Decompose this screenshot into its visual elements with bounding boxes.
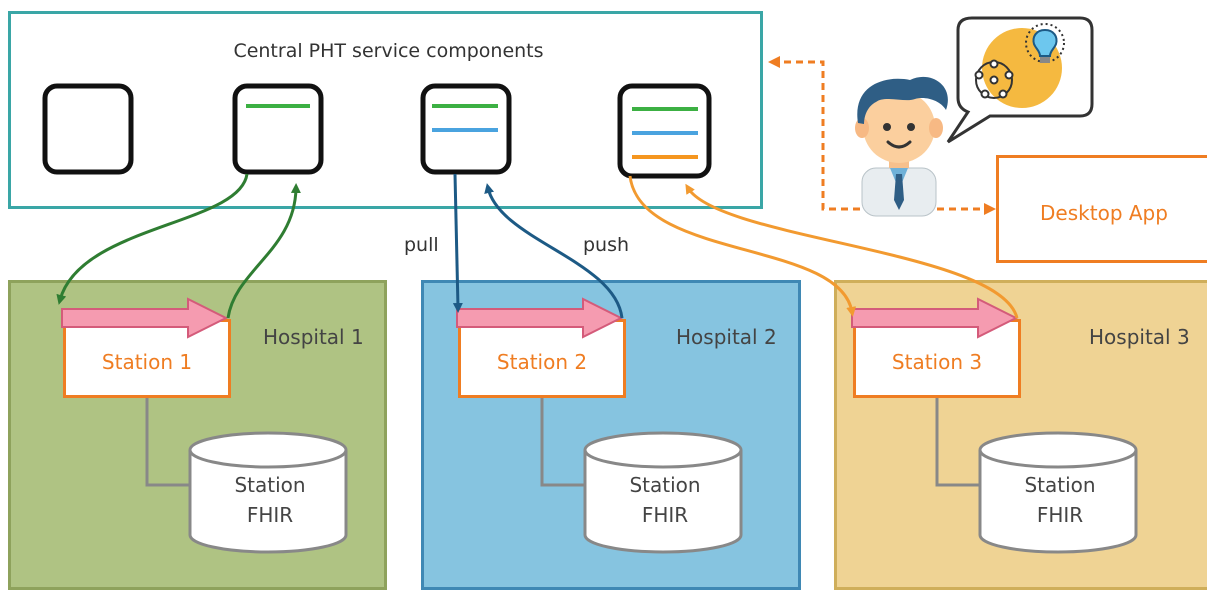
idea-speech-bubble bbox=[946, 16, 1094, 144]
component-box-2 bbox=[232, 83, 324, 175]
pull-arrow-hospital-3 bbox=[628, 175, 857, 317]
database-1-line2: FHIR bbox=[246, 503, 294, 527]
database-2-label: Station FHIR bbox=[585, 470, 745, 530]
push-arrow-hospital-2 bbox=[484, 183, 624, 319]
database-2-line1: Station bbox=[629, 473, 701, 497]
train-arrow-2 bbox=[456, 297, 624, 339]
desktop-app-box[interactable]: Desktop App bbox=[996, 155, 1207, 263]
lightbulb-icon bbox=[1025, 23, 1065, 63]
database-3-label: Station FHIR bbox=[980, 470, 1140, 530]
hospital-1-label: Hospital 1 bbox=[263, 325, 364, 349]
train-arrow-3 bbox=[851, 297, 1019, 339]
push-arrow-hospital-1 bbox=[226, 183, 301, 319]
database-1-label: Station FHIR bbox=[190, 470, 350, 530]
database-3-line1: Station bbox=[1024, 473, 1096, 497]
component-box-1 bbox=[42, 83, 134, 175]
network-icon bbox=[974, 59, 1014, 99]
hospital-2-label: Hospital 2 bbox=[676, 325, 777, 349]
connector-1 bbox=[145, 398, 190, 487]
train-arrow-1 bbox=[61, 297, 229, 339]
station-2-box[interactable]: Station 2 bbox=[458, 319, 626, 398]
database-1 bbox=[188, 431, 348, 554]
database-2-line2: FHIR bbox=[641, 503, 689, 527]
pull-arrow-hospital-2 bbox=[452, 173, 463, 313]
connector-3 bbox=[935, 398, 980, 487]
database-1-line1: Station bbox=[234, 473, 306, 497]
connector-2 bbox=[540, 398, 585, 487]
database-3-line2: FHIR bbox=[1036, 503, 1084, 527]
station-3-label: Station 3 bbox=[891, 350, 983, 374]
hospital-3-label: Hospital 3 bbox=[1089, 325, 1190, 349]
user-avatar bbox=[855, 76, 948, 217]
pull-label: pull bbox=[404, 234, 439, 256]
central-title: Central PHT service components bbox=[233, 40, 544, 62]
component-box-3 bbox=[420, 83, 512, 175]
database-2 bbox=[583, 431, 743, 554]
component-box-4 bbox=[617, 83, 712, 179]
station-2-label: Station 2 bbox=[496, 350, 588, 374]
push-label: push bbox=[583, 234, 630, 256]
desktop-app-label: Desktop App bbox=[1040, 201, 1168, 225]
push-arrow-hospital-3 bbox=[685, 183, 1019, 319]
pull-arrow-hospital-1 bbox=[56, 173, 249, 305]
user-to-central-arrow bbox=[768, 56, 860, 211]
database-3 bbox=[978, 431, 1138, 554]
station-1-label: Station 1 bbox=[101, 350, 193, 374]
